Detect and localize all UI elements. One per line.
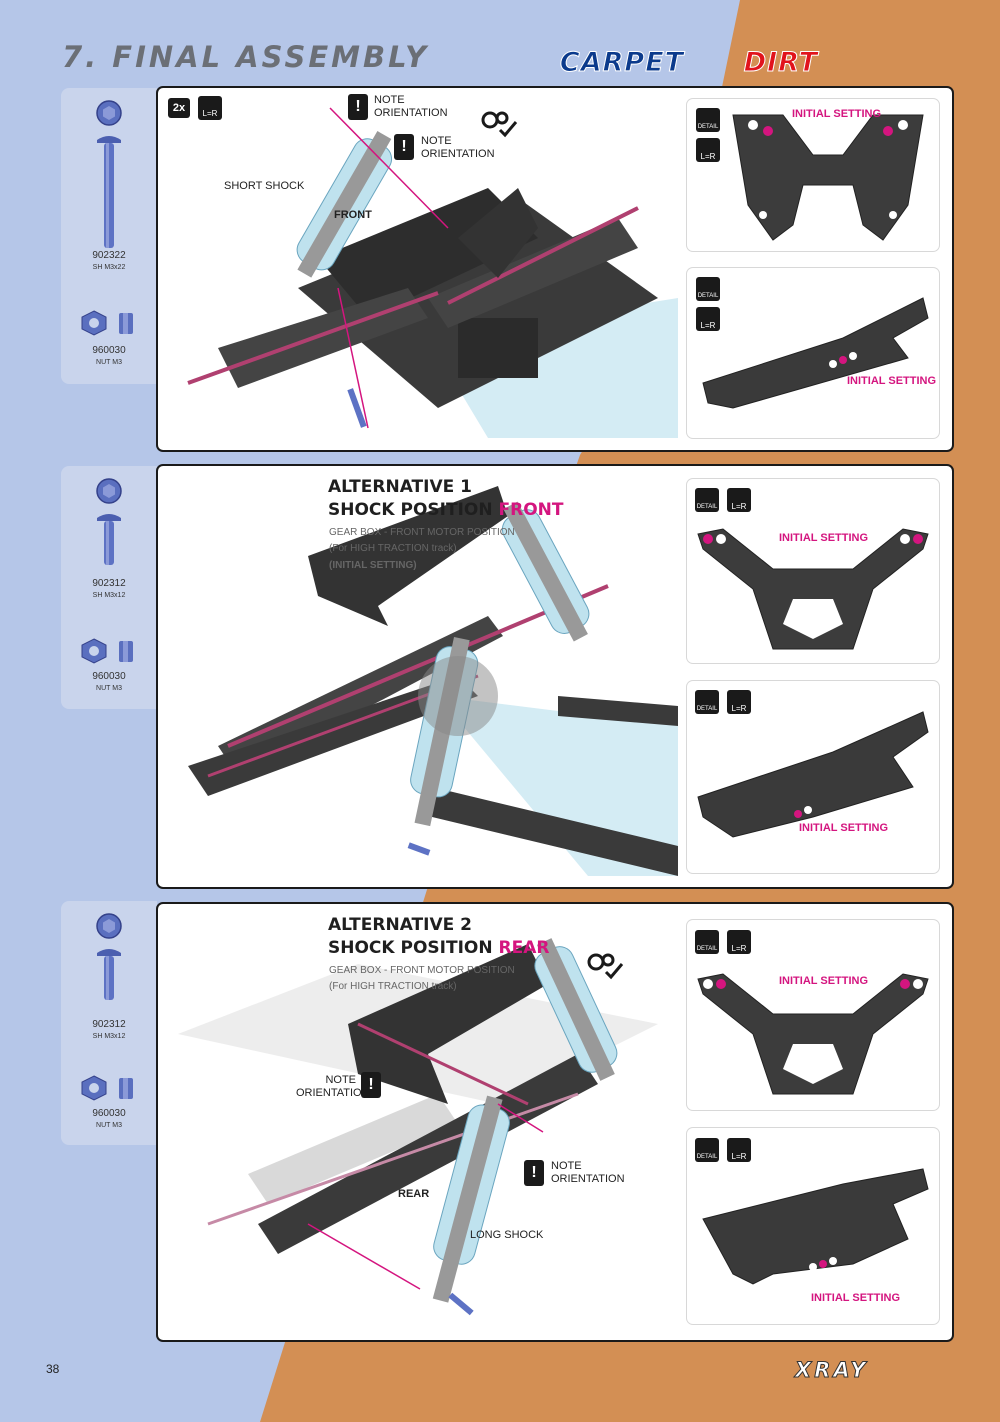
- initial-setting-label: INITIAL SETTING: [847, 375, 937, 387]
- note-orientation-label: NOTE ORIENTATION: [374, 94, 448, 119]
- lr-icon: L=R: [696, 307, 720, 331]
- initial-setting-label: INITIAL SETTING: [779, 532, 869, 544]
- shock-tower-part: [697, 973, 929, 1095]
- bolt-head-icon: [96, 100, 122, 126]
- traction-note: (For HIGH TRACTION track): [329, 981, 457, 992]
- bolt-head-icon: [96, 478, 122, 504]
- suspension-arm-part: [697, 711, 929, 838]
- warning-icon: !: [348, 94, 368, 120]
- shock-tower-part: [732, 114, 924, 241]
- front-suspension-illustration: [187, 107, 678, 438]
- nut-icon: [81, 310, 133, 336]
- initial-setting-label: INITIAL SETTING: [811, 1292, 901, 1304]
- note-orientation-label: NOTE ORIENTATION: [296, 1074, 370, 1099]
- arm-card: DETAIL L=R INITIAL SETTING: [687, 268, 939, 438]
- quantity-badge: 2x: [168, 98, 190, 118]
- warning-icon: !: [524, 1160, 544, 1186]
- step-panel-2: ALTERNATIVE 1 SHOCK POSITION FRONT GEAR …: [156, 464, 954, 889]
- detail-icon: DETAIL: [695, 1138, 719, 1162]
- brand-logo: XRAY: [794, 1358, 869, 1383]
- nut-icon: [81, 1075, 133, 1101]
- adjust-gears-icon: [481, 111, 518, 138]
- note-orientation-label: NOTE ORIENTATION: [551, 1160, 625, 1185]
- shock-position-heading: SHOCK POSITION REAR: [328, 938, 550, 958]
- lr-icon: L=R: [727, 488, 751, 512]
- detail-icon: DETAIL: [695, 930, 719, 954]
- page-title: 7. FINAL ASSEMBLY: [62, 40, 430, 74]
- lr-icon: L=R: [727, 1138, 751, 1162]
- lr-icon: L=R: [198, 96, 222, 120]
- detail-icon: DETAIL: [696, 277, 720, 301]
- bolt-short-icon: [97, 514, 121, 565]
- note-orientation-label: NOTE ORIENTATION: [421, 135, 495, 160]
- warning-icon: !: [394, 134, 414, 160]
- alternative-2-illustration: [178, 938, 658, 1316]
- initial-setting-note: (INITIAL SETTING): [329, 560, 417, 571]
- step-panel-3: ALTERNATIVE 2 SHOCK POSITION REAR GEAR B…: [156, 902, 954, 1342]
- adjust-gears-icon: [587, 953, 624, 980]
- bolt-head-icon: [96, 913, 122, 939]
- alternative-1-illustration: [188, 486, 678, 876]
- lr-icon: L=R: [727, 930, 751, 954]
- dirt-badge: DIRT: [743, 47, 819, 79]
- rear-label: REAR: [398, 1188, 430, 1200]
- alternative-heading: ALTERNATIVE 1: [328, 477, 472, 497]
- step-panel-1: 2x L=R ! NOTE ORIENTATION ! NOTE ORIENTA…: [156, 86, 954, 452]
- shock-tower-card: DETAIL L=R INITIAL SETTING: [687, 99, 939, 251]
- front-label: FRONT: [334, 209, 372, 221]
- initial-setting-label: INITIAL SETTING: [779, 975, 869, 987]
- arm-card: DETAIL L=R INITIAL SETTING: [687, 681, 939, 873]
- warning-icon: !: [361, 1072, 381, 1098]
- nut-icon: [81, 638, 133, 664]
- arm-card: DETAIL L=R INITIAL SETTING: [687, 1128, 939, 1324]
- shock-tower-part: [697, 528, 929, 650]
- bolt-long-icon: [97, 136, 121, 248]
- alternative-heading: ALTERNATIVE 2: [328, 915, 472, 935]
- suspension-arm-part: [702, 297, 929, 409]
- short-shock-label: SHORT SHOCK: [224, 180, 305, 192]
- lr-icon: L=R: [696, 138, 720, 162]
- long-shock-label: LONG SHOCK: [470, 1229, 544, 1241]
- page-number: 38: [46, 1362, 60, 1376]
- detail-icon: DETAIL: [695, 488, 719, 512]
- traction-note: (For HIGH TRACTION track): [329, 543, 457, 554]
- shock-tower-card: DETAIL L=R INITIAL SETTING: [687, 479, 939, 663]
- carpet-badge: CARPET: [559, 47, 685, 79]
- shock-tower-card: DETAIL L=R INITIAL SETTING: [687, 920, 939, 1110]
- gearbox-note: GEAR BOX - FRONT MOTOR POSITION: [329, 965, 515, 976]
- detail-icon: DETAIL: [696, 108, 720, 132]
- suspension-arm-part: [702, 1168, 929, 1285]
- lr-icon: L=R: [727, 690, 751, 714]
- shock-position-heading: SHOCK POSITION FRONT: [328, 500, 564, 520]
- bolt-short-icon: [97, 949, 121, 1000]
- detail-icon: DETAIL: [695, 690, 719, 714]
- gearbox-note: GEAR BOX - FRONT MOTOR POSITION: [329, 527, 515, 538]
- initial-setting-label: INITIAL SETTING: [799, 822, 889, 834]
- initial-setting-label: INITIAL SETTING: [792, 108, 882, 120]
